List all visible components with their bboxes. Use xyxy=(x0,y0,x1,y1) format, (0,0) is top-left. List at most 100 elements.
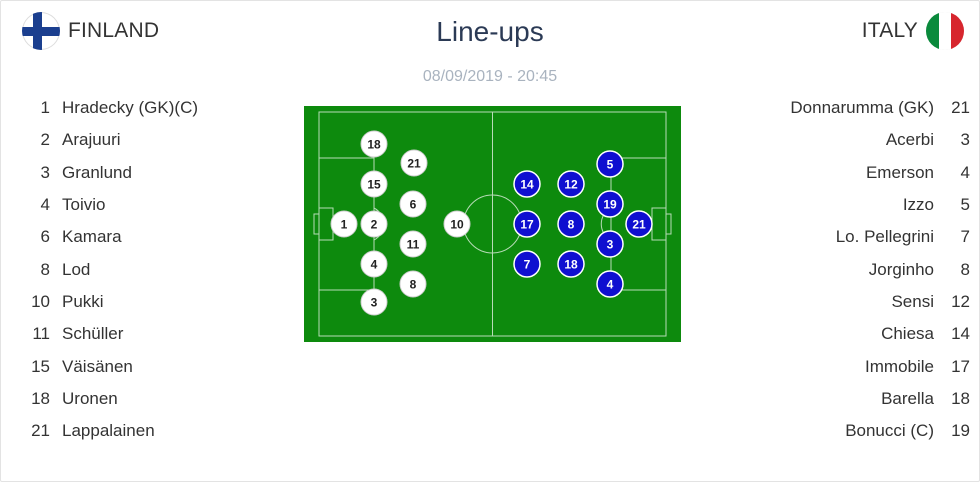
away-marker-circle xyxy=(513,250,541,278)
italy-flag-green xyxy=(926,12,939,50)
player-number: 12 xyxy=(951,291,970,311)
away-player-marker: 19 xyxy=(596,190,624,218)
player-name: Chiesa xyxy=(881,324,934,344)
player-name: Hradecky (GK)(C) xyxy=(62,98,199,118)
home-player-row: 1 Hradecky (GK)(C) xyxy=(28,92,288,124)
away-marker-circle xyxy=(513,210,541,238)
away-player-marker: 7 xyxy=(513,250,541,278)
player-name: Emerson xyxy=(865,162,934,182)
home-team-name: FINLAND xyxy=(68,19,160,42)
away-player-marker: 17 xyxy=(513,210,541,238)
home-marker-number: 11 xyxy=(407,238,420,252)
player-number: 18 xyxy=(31,388,50,408)
home-marker-circle xyxy=(330,210,358,238)
home-marker-number: 8 xyxy=(410,278,417,292)
home-player-marker: 8 xyxy=(399,270,427,298)
player-name: Immobile xyxy=(865,356,934,376)
home-player-row: 10 Pukki xyxy=(28,286,288,318)
home-marker-number: 15 xyxy=(367,178,381,192)
away-marker-number: 12 xyxy=(564,178,578,192)
home-player-marker: 3 xyxy=(360,288,388,316)
player-number: 21 xyxy=(951,98,970,118)
away-marker-number: 5 xyxy=(607,158,614,172)
away-marker-number: 21 xyxy=(632,218,646,232)
player-number: 4 xyxy=(960,162,970,182)
away-marker-number: 3 xyxy=(607,238,614,252)
away-player-marker: 21 xyxy=(625,210,653,238)
player-name: Lappalainen xyxy=(62,421,155,441)
player-name: Donnarumma (GK) xyxy=(790,98,934,118)
away-marker-number: 17 xyxy=(520,218,534,232)
away-marker-number: 4 xyxy=(607,278,614,292)
home-marker-number: 21 xyxy=(407,157,421,171)
away-marker-number: 7 xyxy=(524,258,531,272)
home-marker-number: 18 xyxy=(367,138,381,152)
player-number: 4 xyxy=(40,195,50,215)
home-player-marker: 1 xyxy=(330,210,358,238)
player-name: Arajuuri xyxy=(62,130,121,150)
player-number: 17 xyxy=(951,356,970,376)
home-player-marker: 6 xyxy=(399,190,427,218)
home-marker-circle xyxy=(360,288,388,316)
home-marker-circle xyxy=(399,270,427,298)
away-player-row: Donnarumma (GK) 21 xyxy=(710,92,970,124)
home-marker-number: 10 xyxy=(450,218,464,232)
away-marker-number: 18 xyxy=(564,258,578,272)
player-name: Acerbi xyxy=(885,130,934,150)
player-number: 10 xyxy=(31,291,50,311)
away-marker-circle xyxy=(596,270,624,298)
finland-flag-icon xyxy=(22,12,60,50)
away-marker-circle xyxy=(596,230,624,258)
player-name: Pukki xyxy=(62,291,104,311)
away-marker-circle xyxy=(557,170,585,198)
home-player-marker: 2 xyxy=(360,210,388,238)
player-number: 3 xyxy=(40,162,50,182)
home-marker-circle xyxy=(399,190,427,218)
away-marker-number: 8 xyxy=(568,218,575,232)
away-marker-circle xyxy=(596,190,624,218)
home-player-marker: 10 xyxy=(443,210,471,238)
player-number: 5 xyxy=(960,195,970,215)
player-number: 3 xyxy=(960,130,970,150)
home-marker-circle xyxy=(400,149,428,177)
home-marker-number: 2 xyxy=(371,218,378,232)
player-name: Lo. Pellegrini xyxy=(835,227,934,247)
away-team-header: ITALY xyxy=(862,12,964,50)
italy-flag-red xyxy=(951,12,964,50)
away-player-row: Emerson 4 xyxy=(710,157,970,189)
player-name: Jorginho xyxy=(868,259,934,279)
away-player-marker: 8 xyxy=(557,210,585,238)
player-number: 15 xyxy=(31,356,50,376)
player-number: 1 xyxy=(40,98,50,118)
away-marker-circle xyxy=(557,250,585,278)
away-marker-circle xyxy=(625,210,653,238)
home-player-marker: 4 xyxy=(360,250,388,278)
away-marker-number: 14 xyxy=(520,178,534,192)
home-player-marker: 21 xyxy=(400,149,428,177)
home-team-header: FINLAND xyxy=(22,12,159,50)
player-number: 8 xyxy=(40,259,50,279)
player-name: Sensi xyxy=(891,291,934,311)
italy-flag-icon xyxy=(926,12,964,50)
away-team-name: ITALY xyxy=(861,19,918,42)
away-player-marker: 3 xyxy=(596,230,624,258)
away-player-row: Bonucci (C)19 xyxy=(710,415,970,447)
home-marker-circle xyxy=(443,210,471,238)
away-player-marker: 14 xyxy=(513,170,541,198)
home-player-marker: 18 xyxy=(360,130,388,158)
left-goal xyxy=(313,213,320,235)
home-marker-circle xyxy=(399,230,427,258)
player-name: Kamara xyxy=(62,227,122,247)
